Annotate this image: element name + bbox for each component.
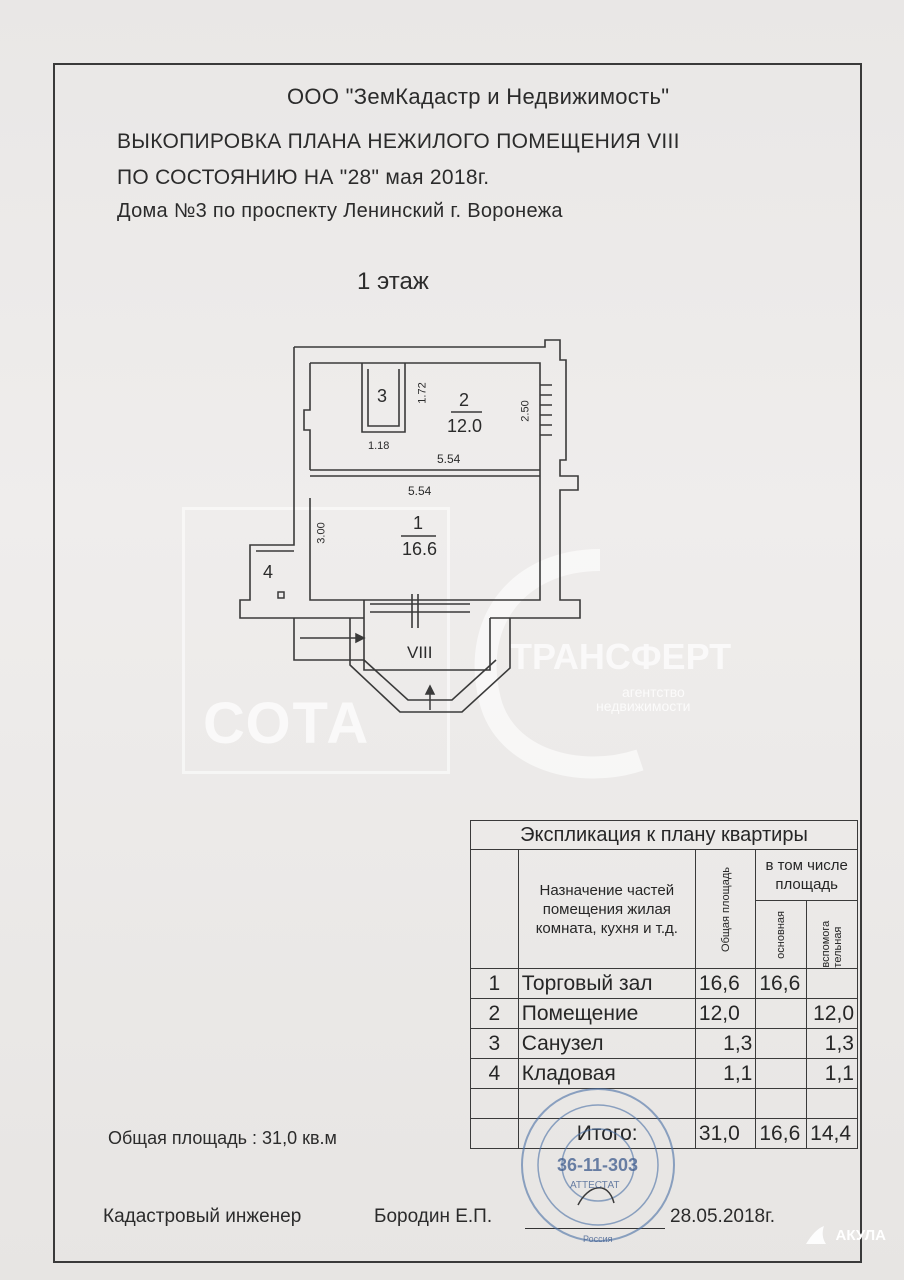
floor-plan xyxy=(239,339,644,779)
signature-line xyxy=(525,1228,665,1229)
table-row: 2 Помещение 12,0 12,0 xyxy=(470,998,858,1029)
header-main-cell: основная xyxy=(755,900,808,969)
row-total: 16,6 xyxy=(694,968,757,999)
room3-number: 3 xyxy=(377,386,388,406)
dim-2-50: 2.50 xyxy=(519,400,532,422)
row-number: 1 xyxy=(470,968,519,999)
row-aux: 1,3 xyxy=(806,1028,858,1059)
page-frame xyxy=(53,63,862,1263)
official-stamp xyxy=(521,1088,675,1242)
sota-watermark-box xyxy=(182,507,450,774)
row-aux: 1,1 xyxy=(806,1058,858,1089)
table-row: 4 Кладовая 1,1 1,1 xyxy=(470,1058,858,1089)
premise-label: VIII xyxy=(407,643,433,662)
shark-fin-icon xyxy=(805,1226,826,1244)
doc-title: ВЫКОПИРОВКА ПЛАНА НЕЖИЛОГО ПОМЕЩЕНИЯ VII… xyxy=(117,130,680,153)
total-aux: 14,4 xyxy=(806,1118,858,1149)
row-number: 4 xyxy=(470,1058,519,1089)
header-total: Общая площадь xyxy=(719,866,732,952)
dim-5-54-bottom: 5.54 xyxy=(408,484,432,498)
transfert-watermark-text: ТРАНСФЕРТ xyxy=(510,636,732,677)
floor-label: 1 этаж xyxy=(357,268,429,295)
header-num-cell xyxy=(470,849,519,969)
row-number: 2 xyxy=(470,998,519,1029)
header-including: в том числе площадь xyxy=(755,848,858,902)
header-main: основная xyxy=(775,910,788,959)
row-aux xyxy=(806,968,858,999)
dim-5-54-top: 5.54 xyxy=(437,452,461,466)
row-main xyxy=(755,998,808,1029)
row-name: Помещение xyxy=(517,998,696,1029)
table-row: 3 Санузел 1,3 1,3 xyxy=(470,1028,858,1059)
row-main: 16,6 xyxy=(755,968,808,999)
room2-number: 2 xyxy=(459,390,470,410)
header-purpose: Назначение частей помещения жилая комнат… xyxy=(517,849,696,969)
table-row-total: Итого: 31,0 16,6 14,4 xyxy=(470,1118,858,1149)
stamp-word: АТТЕСТАТ xyxy=(570,1180,620,1191)
brand-name: АКУЛА xyxy=(835,1226,886,1244)
company-name: ООО "ЗемКадастр и Недвижимость" xyxy=(287,84,670,109)
room1-area: 16.6 xyxy=(402,539,438,559)
row-total: 12,0 xyxy=(694,998,757,1029)
akula-brand: АКУЛА xyxy=(804,1224,886,1246)
row-main xyxy=(755,1058,808,1089)
total-total: 31,0 xyxy=(694,1118,757,1149)
room1-number: 1 xyxy=(413,513,424,533)
engineer-name: Бородин Е.П. xyxy=(374,1206,493,1227)
signature-date: 28.05.2018г. xyxy=(670,1206,775,1227)
header-aux-cell: вспомога тельная xyxy=(806,900,858,969)
row-name: Санузел xyxy=(517,1028,696,1059)
explication-title: Экспликация к плану квартиры xyxy=(470,820,858,850)
dim-1-18: 1.18 xyxy=(368,440,390,452)
room2-area: 12.0 xyxy=(447,416,483,436)
total-main: 16,6 xyxy=(755,1118,808,1149)
row-total: 1,3 xyxy=(694,1028,757,1059)
transfert-watermark-sub1: агентство xyxy=(622,684,685,700)
header-aux: вспомога тельная xyxy=(820,921,845,968)
table-row: 1 Торговый зал 16,6 16,6 xyxy=(470,968,858,999)
doc-address: Дома №3 по проспекту Ленинский г. Вороне… xyxy=(117,200,563,222)
engineer-label: Кадастровый инженер xyxy=(103,1206,302,1227)
transfert-watermark-sub2: недвижимости xyxy=(596,698,691,714)
doc-date-line: ПО СОСТОЯНИЮ НА "28" мая 2018г. xyxy=(117,166,490,189)
total-area-text: Общая площадь : 31,0 кв.м xyxy=(108,1128,337,1148)
row-number: 3 xyxy=(470,1028,519,1059)
stamp-country: Россия xyxy=(583,1234,613,1244)
row-aux: 12,0 xyxy=(806,998,858,1029)
explication-table: Экспликация к плану квартиры Назначение … xyxy=(470,820,858,1149)
row-name: Торговый зал xyxy=(517,968,696,999)
dim-3-00: 3.00 xyxy=(315,522,328,544)
sota-watermark-text: СОТА xyxy=(203,691,371,756)
room4-number: 4 xyxy=(263,562,274,582)
stamp-number: 36-11-303 xyxy=(557,1155,639,1175)
row-total: 1,1 xyxy=(694,1058,757,1089)
dim-1-72: 1.72 xyxy=(416,382,429,404)
header-total-cell: Общая площадь xyxy=(694,849,757,969)
table-row-empty xyxy=(470,1088,858,1119)
row-name: Кладовая xyxy=(517,1058,696,1089)
row-main xyxy=(755,1028,808,1059)
